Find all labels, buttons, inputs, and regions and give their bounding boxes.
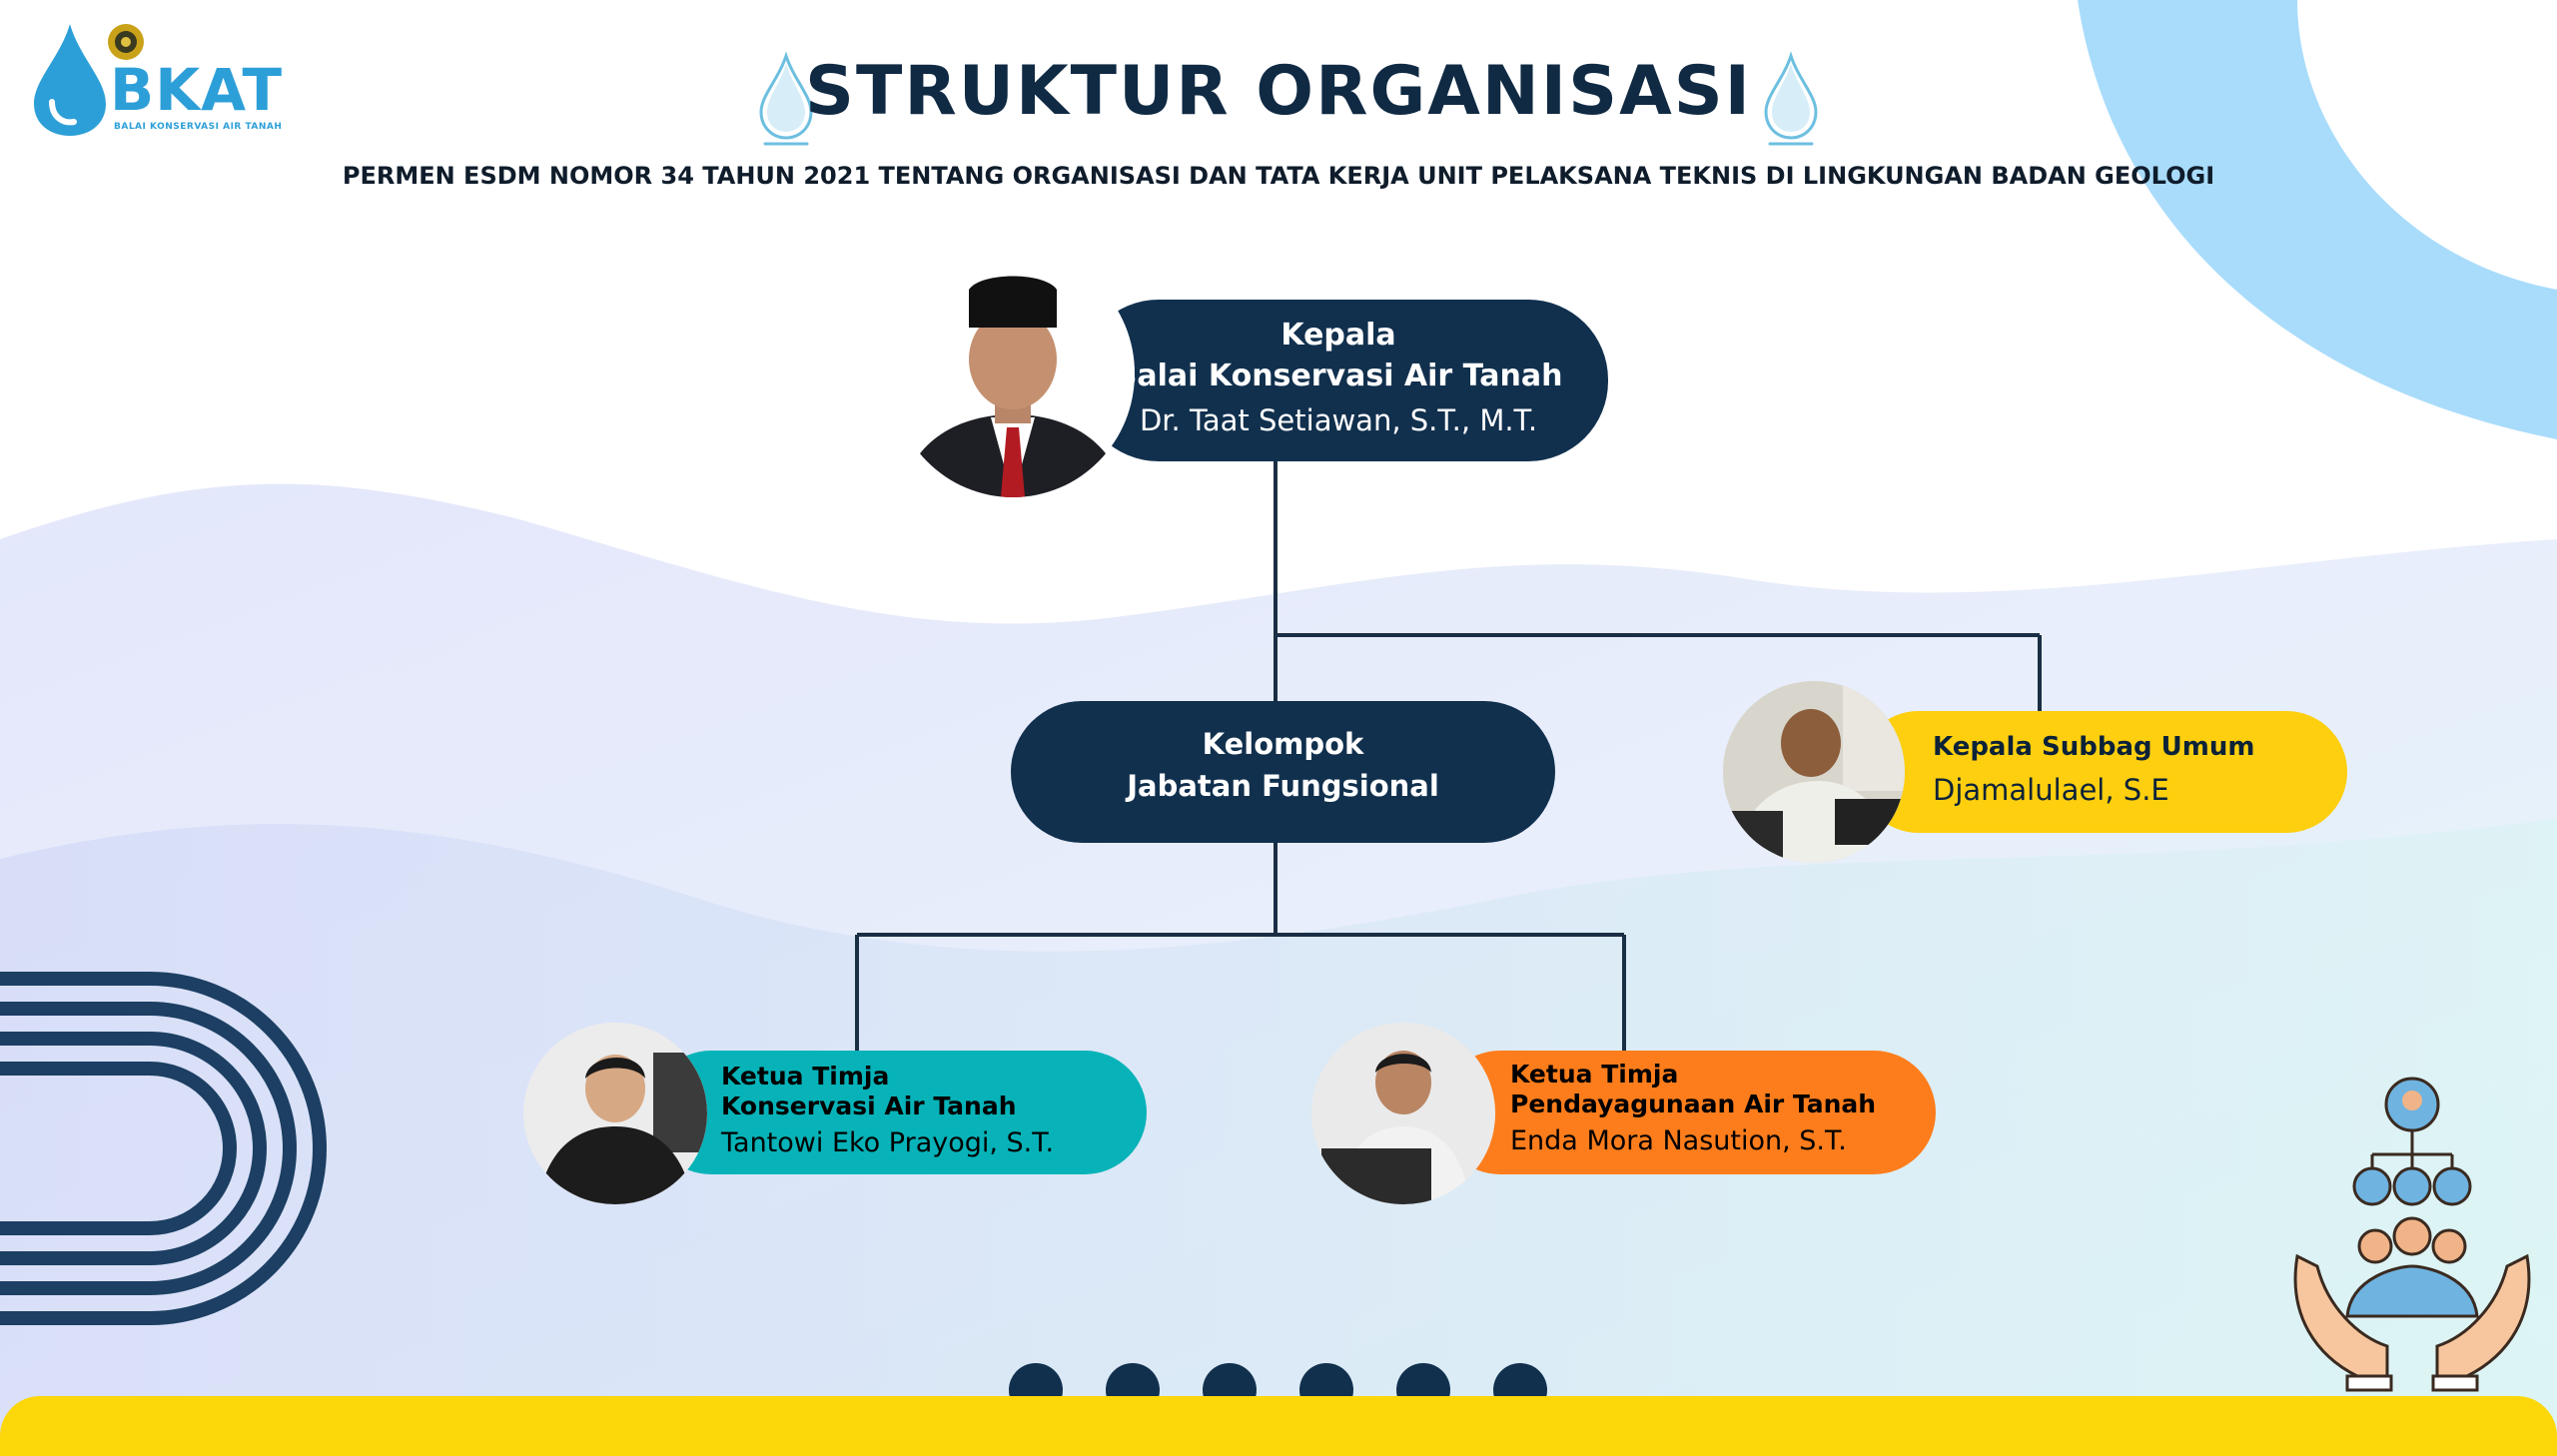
- subbag-photo: [1723, 681, 1905, 863]
- logo-name: BKAT: [110, 56, 284, 124]
- pendayagunaan-photo: [1311, 1023, 1495, 1204]
- functional-line2: Jabatan Fungsional: [1127, 769, 1439, 803]
- subbag-role: Kepala Subbag Umum: [1933, 732, 2255, 762]
- konservasi-line2: Konservasi Air Tanah: [721, 1092, 1017, 1120]
- functional-group-text: Kelompok Jabatan Fungsional: [1011, 723, 1555, 807]
- head-node: [1079, 300, 1608, 461]
- head-photo: [891, 250, 1135, 497]
- org-chart-hands-icon: [2293, 1077, 2531, 1392]
- page-subtitle: PERMEN ESDM NOMOR 34 TAHUN 2021 TENTANG …: [342, 162, 2215, 190]
- subbag-name: Djamalulael, S.E: [1933, 773, 2169, 807]
- head-name: Dr. Taat Setiawan, S.T., M.T.: [1139, 403, 1538, 437]
- konservasi-photo: [523, 1023, 707, 1204]
- head-title-line1: Kepala: [1280, 318, 1396, 353]
- head-node-text: Kepala Balai Konservasi Air Tanah Dr. Ta…: [1109, 316, 1568, 443]
- konservasi-text: Ketua Timja Konservasi Air Tanah Tantowi…: [721, 1062, 1141, 1165]
- pendayagunaan-text: Ketua Timja Pendayagunaan Air Tanah Enda…: [1510, 1060, 1930, 1163]
- logo-subtitle: BALAI KONSERVASI AIR TANAH: [114, 122, 283, 132]
- water-drop-icon: [759, 51, 813, 146]
- konservasi-node: [649, 1051, 1147, 1174]
- head-title-line2: Balai Konservasi Air Tanah: [1114, 359, 1563, 393]
- functional-line1: Kelompok: [1202, 727, 1364, 761]
- page-title: STRUKTUR ORGANISASI: [805, 52, 1752, 131]
- water-drop-icon: [34, 24, 106, 136]
- konservasi-line1: Ketua Timja: [721, 1062, 890, 1091]
- functional-group-node: [1011, 701, 1555, 843]
- pendayagunaan-node: [1438, 1051, 1936, 1174]
- subbag-node: [1858, 711, 2347, 833]
- pendayagunaan-name: Enda Mora Nasution, S.T.: [1510, 1125, 1847, 1156]
- bottom-bar: [0, 1396, 2557, 1456]
- pendayagunaan-line2: Pendayagunaan Air Tanah: [1510, 1090, 1877, 1118]
- pendayagunaan-line1: Ketua Timja: [1510, 1060, 1679, 1089]
- bkat-logo: BKAT BALAI KONSERVASI AIR TANAH: [30, 18, 282, 138]
- esdm-emblem-icon: [108, 24, 144, 60]
- water-drop-icon: [1764, 51, 1818, 146]
- konservasi-name: Tantowi Eko Prayogi, S.T.: [721, 1127, 1055, 1158]
- subbag-text: Kepala Subbag Umum Djamalulael, S.E: [1933, 727, 2332, 813]
